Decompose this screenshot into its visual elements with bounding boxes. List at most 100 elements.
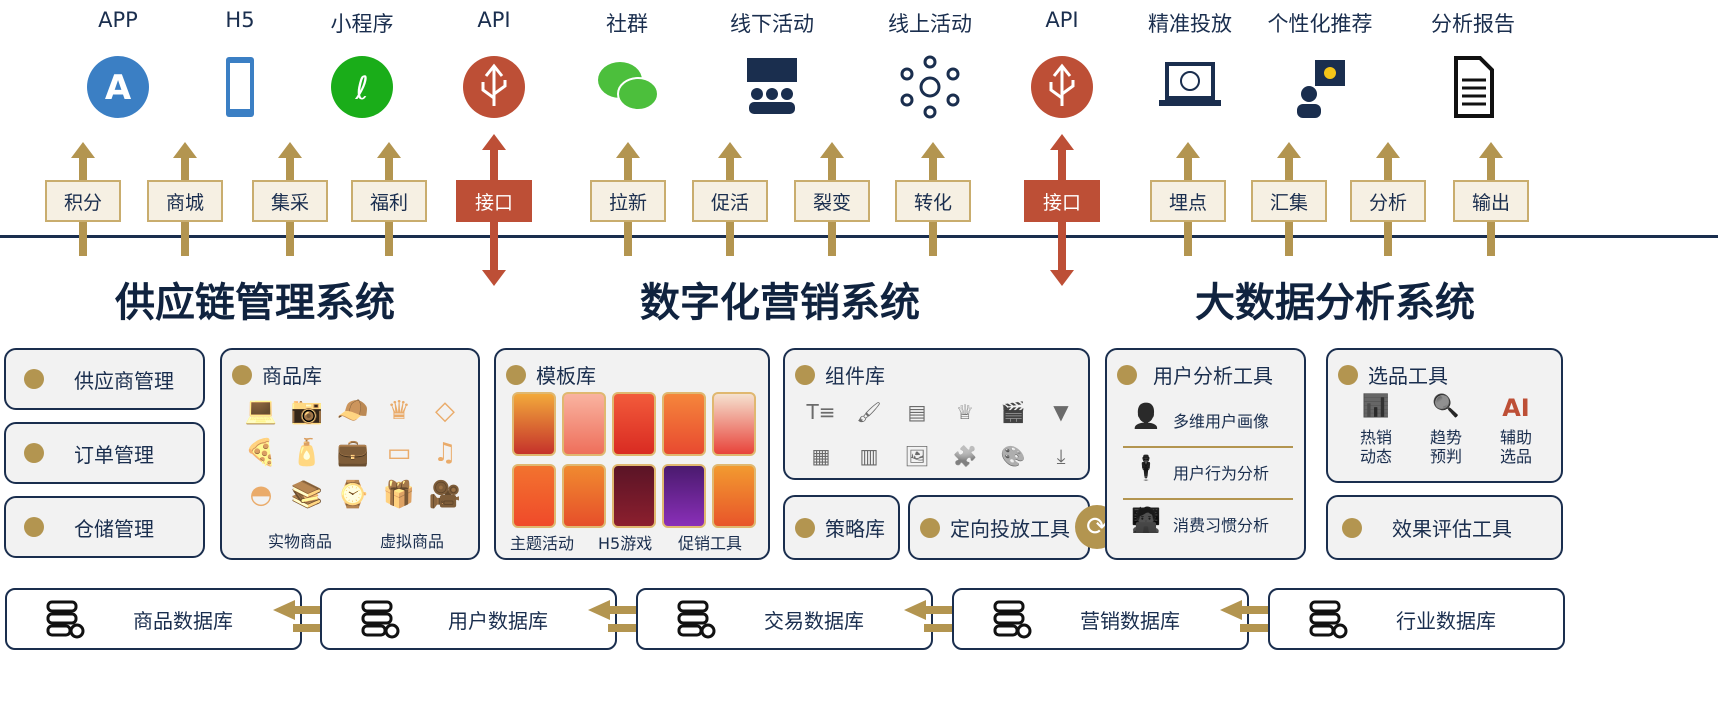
- template-thumbnail[interactable]: [712, 464, 756, 528]
- channel-label: 个性化推荐: [1267, 12, 1373, 36]
- bullet-icon: [1117, 364, 1137, 385]
- laptop-globe-icon: [1157, 54, 1223, 120]
- palette-icon: 🎨: [1000, 444, 1026, 468]
- bullet-icon: [1342, 517, 1362, 538]
- channel-label: 精准投放: [1148, 12, 1232, 36]
- goods-library-title: 商品库: [262, 364, 322, 388]
- divider-line: [0, 235, 1718, 238]
- user-analysis-item: 用户行为分析: [1173, 464, 1270, 483]
- calendar-icon: ▦: [811, 444, 831, 468]
- ai-icon: AI: [1502, 394, 1530, 422]
- channel-label: API: [1045, 8, 1079, 32]
- watch-icon: ⌚: [336, 480, 370, 510]
- function-tag: 拉新: [590, 180, 666, 222]
- report-document-icon: [1440, 54, 1506, 120]
- video-camera-icon: 🎥: [428, 480, 462, 510]
- user-analysis-item: 多维用户画像: [1173, 412, 1270, 431]
- system-title: 数字化营销系统: [640, 280, 920, 326]
- strategy-library-title: 策略库: [825, 517, 885, 541]
- database-label: 营销数据库: [1080, 608, 1180, 633]
- person-standing-icon: 🕴: [1131, 454, 1161, 482]
- laptop-icon: 💻: [244, 396, 278, 426]
- supply-item-row: 仓储管理: [6, 498, 203, 556]
- bullet-icon: [232, 364, 252, 385]
- mini-program-icon: ℓ: [329, 54, 395, 120]
- user-analysis-title: 用户分析工具: [1153, 364, 1273, 388]
- goods-library-panel: 商品库 💻📷🧢♛◇🍕🧴💼▭♫◓📚⌚🎁🎥 实物商品 虚拟商品: [220, 348, 480, 560]
- channel-label: API: [477, 8, 511, 32]
- interface-tag: 接口: [1024, 180, 1100, 222]
- channel-label: H5: [225, 8, 255, 32]
- phone-icon: [207, 54, 273, 120]
- supply-item[interactable]: 供应商管理: [4, 348, 205, 410]
- bullet-icon: [1338, 364, 1358, 385]
- function-tag: 分析: [1350, 180, 1426, 222]
- text-icon: T≡: [806, 400, 836, 424]
- database-box[interactable]: 用户数据库: [320, 588, 617, 650]
- database-box[interactable]: 商品数据库: [5, 588, 302, 650]
- template-thumbnail[interactable]: [612, 464, 656, 528]
- usb-api-icon: [1029, 54, 1095, 120]
- app-store-icon: A: [85, 54, 151, 120]
- divider: [1123, 446, 1293, 448]
- database-label: 用户数据库: [448, 608, 548, 633]
- function-tag: 裂变: [794, 180, 870, 222]
- system-title: 大数据分析系统: [1195, 280, 1475, 326]
- supply-item[interactable]: 订单管理: [4, 422, 205, 484]
- trend-search-icon: 🔍: [1432, 394, 1460, 419]
- template-thumbnail[interactable]: [512, 392, 556, 456]
- template-library-title: 模板库: [536, 364, 596, 388]
- gift-icon: 🎁: [382, 480, 416, 510]
- strategy-library-panel: 策略库: [783, 495, 900, 560]
- evaluation-tool-panel: 效果评估工具: [1326, 495, 1563, 560]
- template-thumbnail[interactable]: [512, 464, 556, 528]
- database-icon: [992, 599, 1032, 639]
- database-icon: [676, 599, 716, 639]
- card-icon: ▭: [386, 438, 412, 468]
- idea-person-icon: [1287, 54, 1353, 120]
- channel-label: 社群: [606, 12, 648, 36]
- supply-item[interactable]: 仓储管理: [4, 496, 205, 558]
- evaluation-tool-title: 效果评估工具: [1392, 517, 1512, 541]
- database-box[interactable]: 营销数据库: [952, 588, 1249, 650]
- channel-label: 线上活动: [888, 12, 972, 36]
- database-label: 行业数据库: [1396, 608, 1496, 633]
- component-library-title: 组件库: [825, 364, 885, 388]
- function-tag: 汇集: [1251, 180, 1327, 222]
- supply-item-label: 仓储管理: [74, 516, 154, 541]
- user-analysis-item: 消费习惯分析: [1173, 516, 1270, 535]
- function-tag: 输出: [1453, 180, 1529, 222]
- document-icon: ▤: [907, 400, 927, 424]
- template-thumbnail[interactable]: [562, 392, 606, 456]
- offline-event-icon: [739, 54, 805, 120]
- template-thumbnail[interactable]: [662, 464, 706, 528]
- crown-icon: ♕: [956, 400, 974, 424]
- template-thumbnail[interactable]: [562, 464, 606, 528]
- bullet-icon: [795, 364, 815, 385]
- selection-tool-title: 选品工具: [1368, 364, 1448, 388]
- paint-roller-icon: 🖌: [856, 400, 882, 424]
- user-analysis-panel: 用户分析工具 👤多维用户画像🕴用户行为分析🧑‍💻消费习惯分析: [1105, 348, 1306, 560]
- bullet-icon: [795, 517, 815, 538]
- selection-item: 热销 动态: [1359, 428, 1392, 466]
- svg-text:ℓ: ℓ: [354, 69, 368, 107]
- diamond-icon: ◇: [435, 396, 455, 426]
- template-thumbnail[interactable]: [712, 392, 756, 456]
- database-box[interactable]: 交易数据库: [636, 588, 933, 650]
- bullet-icon: [24, 369, 44, 389]
- bullet-icon: [24, 443, 44, 463]
- network-icon: [897, 54, 963, 120]
- supply-item-label: 供应商管理: [74, 368, 174, 393]
- bullet-icon: [506, 364, 526, 385]
- database-box[interactable]: 行业数据库: [1268, 588, 1565, 650]
- gift-icon: ▥: [859, 444, 879, 468]
- function-tag: 埋点: [1150, 180, 1226, 222]
- physical-goods-label: 实物商品: [268, 532, 333, 551]
- database-icon: [1308, 599, 1348, 639]
- svg-text:A: A: [105, 68, 132, 108]
- image-icon: 🖼: [904, 444, 930, 468]
- interface-tag: 接口: [456, 180, 532, 222]
- template-thumbnail[interactable]: [662, 392, 706, 456]
- template-thumbnail[interactable]: [612, 392, 656, 456]
